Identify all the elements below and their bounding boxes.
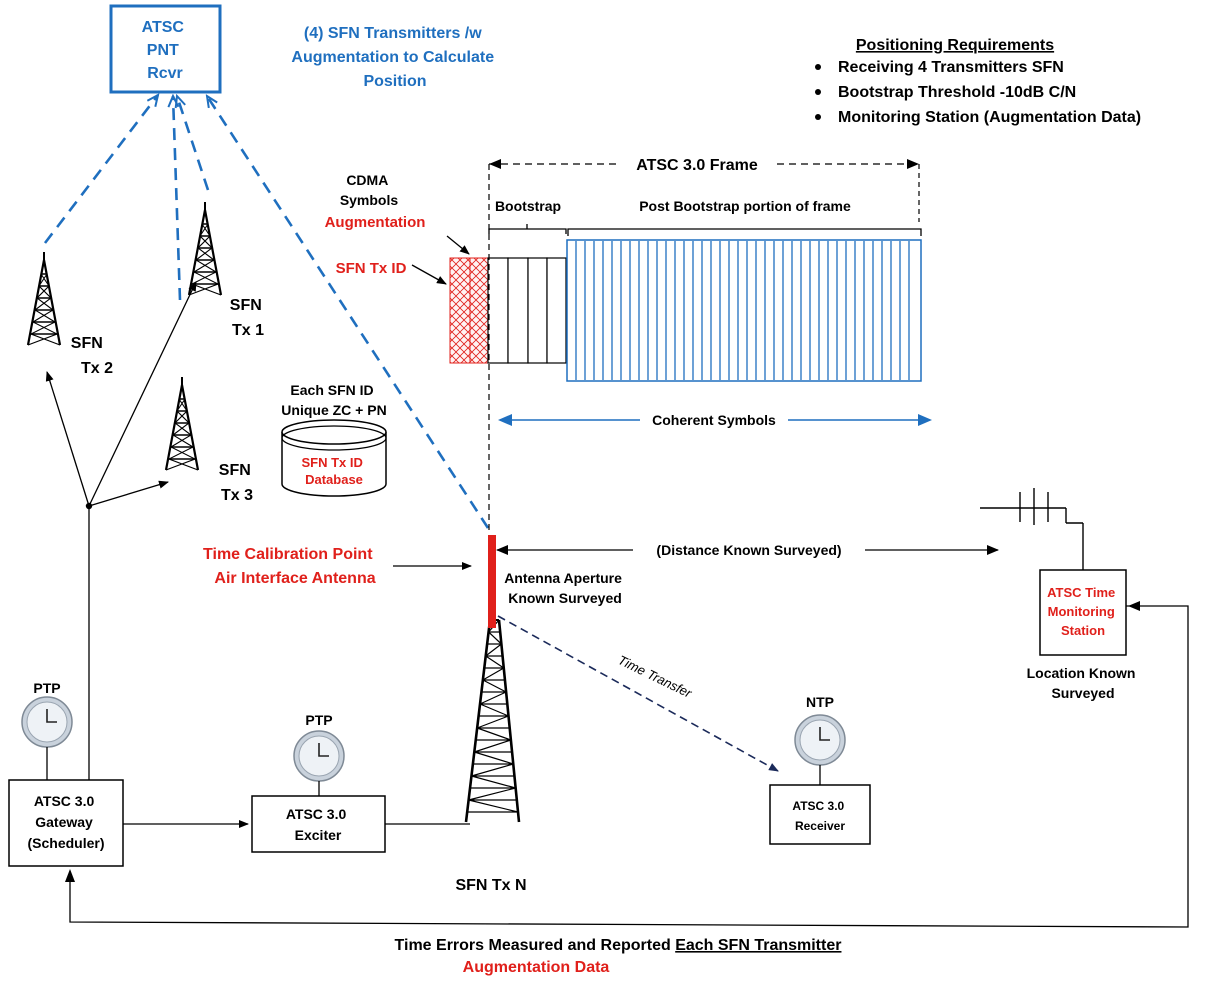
atsc-receiver-label: ATSC 3.0 Receiver — [792, 799, 847, 833]
feed-lines — [45, 281, 197, 780]
database-above-label: Each SFN ID Unique ZC + PN — [281, 382, 386, 418]
receiver-line-1: ATSC — [142, 19, 185, 36]
footer-underlined: Each SFN Transmitter — [675, 937, 841, 954]
distance-arrow-right — [987, 545, 999, 555]
frame-arrow-left — [489, 159, 501, 169]
bullet-3 — [815, 114, 821, 120]
requirement-item-1: Receiving 4 Transmitters SFN — [838, 59, 1064, 76]
main-tower-icon — [464, 619, 521, 823]
signal-path-tx1 — [177, 96, 210, 191]
bullet-2 — [815, 89, 821, 95]
bullet-1 — [815, 64, 821, 70]
frame-label: ATSC 3.0 Frame — [636, 157, 758, 174]
tower-txn-label: SFN Tx N — [455, 877, 526, 894]
tower-tx1-label: SFN Tx 1 — [230, 297, 266, 339]
signal-paths — [43, 95, 490, 529]
bootstrap-symbols — [487, 257, 567, 364]
post-bootstrap-region — [566, 239, 922, 382]
feed-to-tx2 — [45, 371, 90, 507]
tower-tx1-icon — [187, 200, 223, 297]
frame-arrow-right — [907, 159, 919, 169]
aperture-label: Antenna Aperture Known Surveyed — [504, 570, 626, 606]
gateway-label: ATSC 3.0 Gateway (Scheduler) — [27, 793, 104, 851]
footer-prefix: Time Errors Measured and Reported — [395, 937, 676, 954]
coherent-arrow-right — [918, 414, 932, 426]
monitor-location-label: Location Known Surveyed — [1027, 665, 1140, 701]
post-bootstrap-symbol-lines — [575, 241, 910, 380]
requirements-list: Receiving 4 Transmitters SFN Bootstrap T… — [815, 59, 1141, 126]
time-transfer-label: Time Transfer — [616, 652, 695, 701]
gateway-box — [8, 779, 124, 867]
feedback-arrow-gateway — [65, 869, 75, 882]
frame-label-bg — [618, 154, 776, 174]
coherent-arrow-left — [498, 414, 512, 426]
coherent-label: Coherent Symbols — [652, 412, 776, 428]
requirement-item-2: Bootstrap Threshold -10dB C/N — [838, 84, 1076, 101]
red-antenna — [488, 535, 496, 628]
headline-line-3: Position — [363, 73, 426, 90]
signal-path-txn — [207, 96, 490, 529]
post-bootstrap-label: Post Bootstrap portion of frame — [639, 198, 851, 214]
distance-label: (Distance Known Surveyed) — [656, 542, 841, 558]
ntp-clock-icon — [794, 714, 846, 766]
feedback-loop-line — [69, 605, 1189, 928]
headline-line-1: (4) SFN Transmitters /w — [304, 25, 482, 42]
feed-to-tx3 — [88, 480, 169, 507]
pnt-receiver-box — [109, 4, 222, 94]
cdma-symbol-2 — [469, 257, 489, 364]
time-transfer-arrow — [497, 615, 779, 772]
signal-path-tx2 — [43, 95, 158, 244]
monitor-station-box — [1039, 569, 1127, 656]
signal-path-tx3 — [173, 96, 182, 301]
database-label: SFN Tx ID Database — [301, 455, 366, 487]
monitor-station-label: ATSC Time Monitoring Station — [1047, 585, 1119, 638]
requirements-title: Positioning Requirements — [856, 37, 1054, 54]
requirement-item-3: Monitoring Station (Augmentation Data) — [838, 109, 1141, 126]
receiver-line-3: Rcvr — [147, 65, 183, 82]
calibration-label: Time Calibration Point Air Interface Ant… — [203, 546, 377, 587]
distance-arrow-left — [496, 545, 508, 555]
footer-sub: Augmentation Data — [463, 959, 610, 976]
post-bootstrap-bracket — [567, 228, 922, 236]
tower-tx3-icon — [164, 375, 200, 472]
exciter-label: ATSC 3.0 Exciter — [286, 806, 350, 843]
augmentation-arrow — [446, 235, 470, 255]
clock-ptp1-label: PTP — [33, 680, 60, 696]
coherent-label-bg — [640, 410, 788, 430]
headline-line-2: Augmentation to Calculate — [291, 49, 494, 66]
feed-junction — [85, 502, 93, 510]
distance-label-bg — [633, 540, 865, 560]
cdma-symbol-1 — [449, 257, 471, 364]
monitor-antenna-icon — [980, 488, 1084, 570]
receiver-label: ATSC PNT Rcvr — [142, 19, 189, 82]
feed-to-tx1 — [88, 281, 197, 507]
tower-tx2-label: SFN Tx 2 — [71, 335, 113, 377]
feedback-arrow-monitor — [1128, 601, 1140, 611]
sfn-tx-id-label: SFN Tx ID — [336, 260, 407, 277]
ptp-clock-2-icon — [293, 730, 345, 782]
sfn-tx-id-arrow — [411, 264, 447, 285]
cdma-label: CDMA Symbols — [340, 172, 399, 208]
receiver-line-2: PNT — [147, 42, 179, 59]
bootstrap-label: Bootstrap — [495, 198, 561, 214]
exciter-box — [251, 795, 386, 853]
tower-tx2-icon — [26, 250, 62, 347]
tower-tx3-label: SFN Tx 3 — [219, 462, 255, 504]
clock-ntp-label: NTP — [806, 694, 834, 710]
headline-text: (4) SFN Transmitters /w Augmentation to … — [291, 25, 498, 90]
augmentation-label: Augmentation — [325, 214, 426, 231]
ptp-clock-1-icon — [21, 696, 73, 748]
receiver-box — [769, 784, 871, 845]
bootstrap-bracket — [488, 224, 567, 234]
clock-ptp2-label: PTP — [305, 712, 332, 728]
footer-title: Time Errors Measured and Reported Each S… — [395, 937, 842, 954]
database-cylinder — [281, 419, 387, 497]
